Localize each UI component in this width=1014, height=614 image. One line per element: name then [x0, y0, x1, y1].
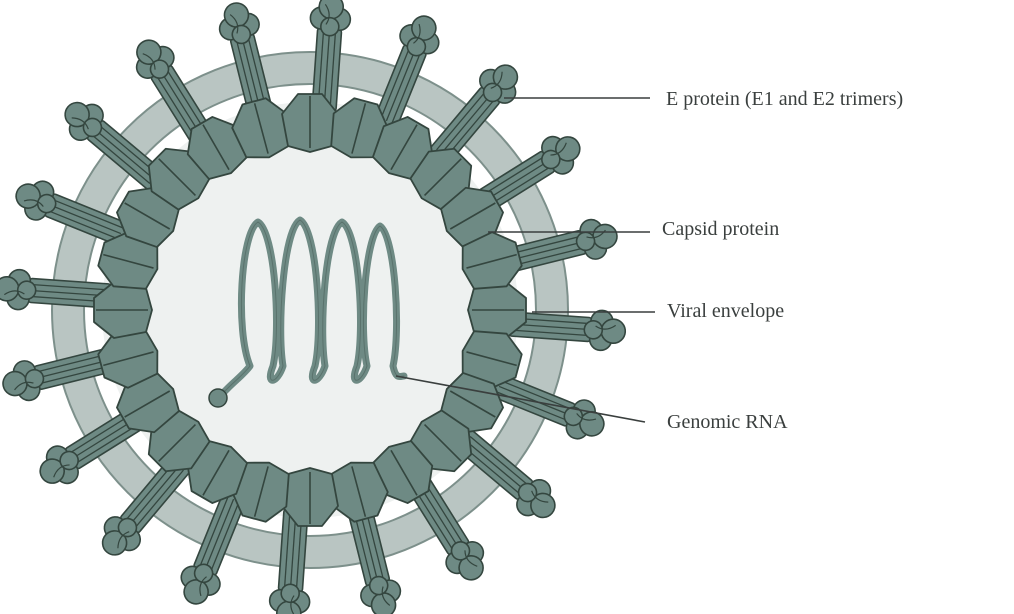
label-capsid-protein: Capsid protein: [662, 218, 779, 240]
rna-cap-end: [209, 389, 227, 407]
capsid-subunit: [468, 282, 526, 338]
capsid-subunit: [282, 94, 338, 152]
label-viral-envelope: Viral envelope: [667, 300, 784, 322]
capsid-subunit: [282, 468, 338, 526]
label-genomic-rna: Genomic RNA: [667, 411, 788, 433]
capsid-subunit: [94, 282, 152, 338]
label-e-protein: E protein (E1 and E2 trimers): [666, 88, 903, 110]
